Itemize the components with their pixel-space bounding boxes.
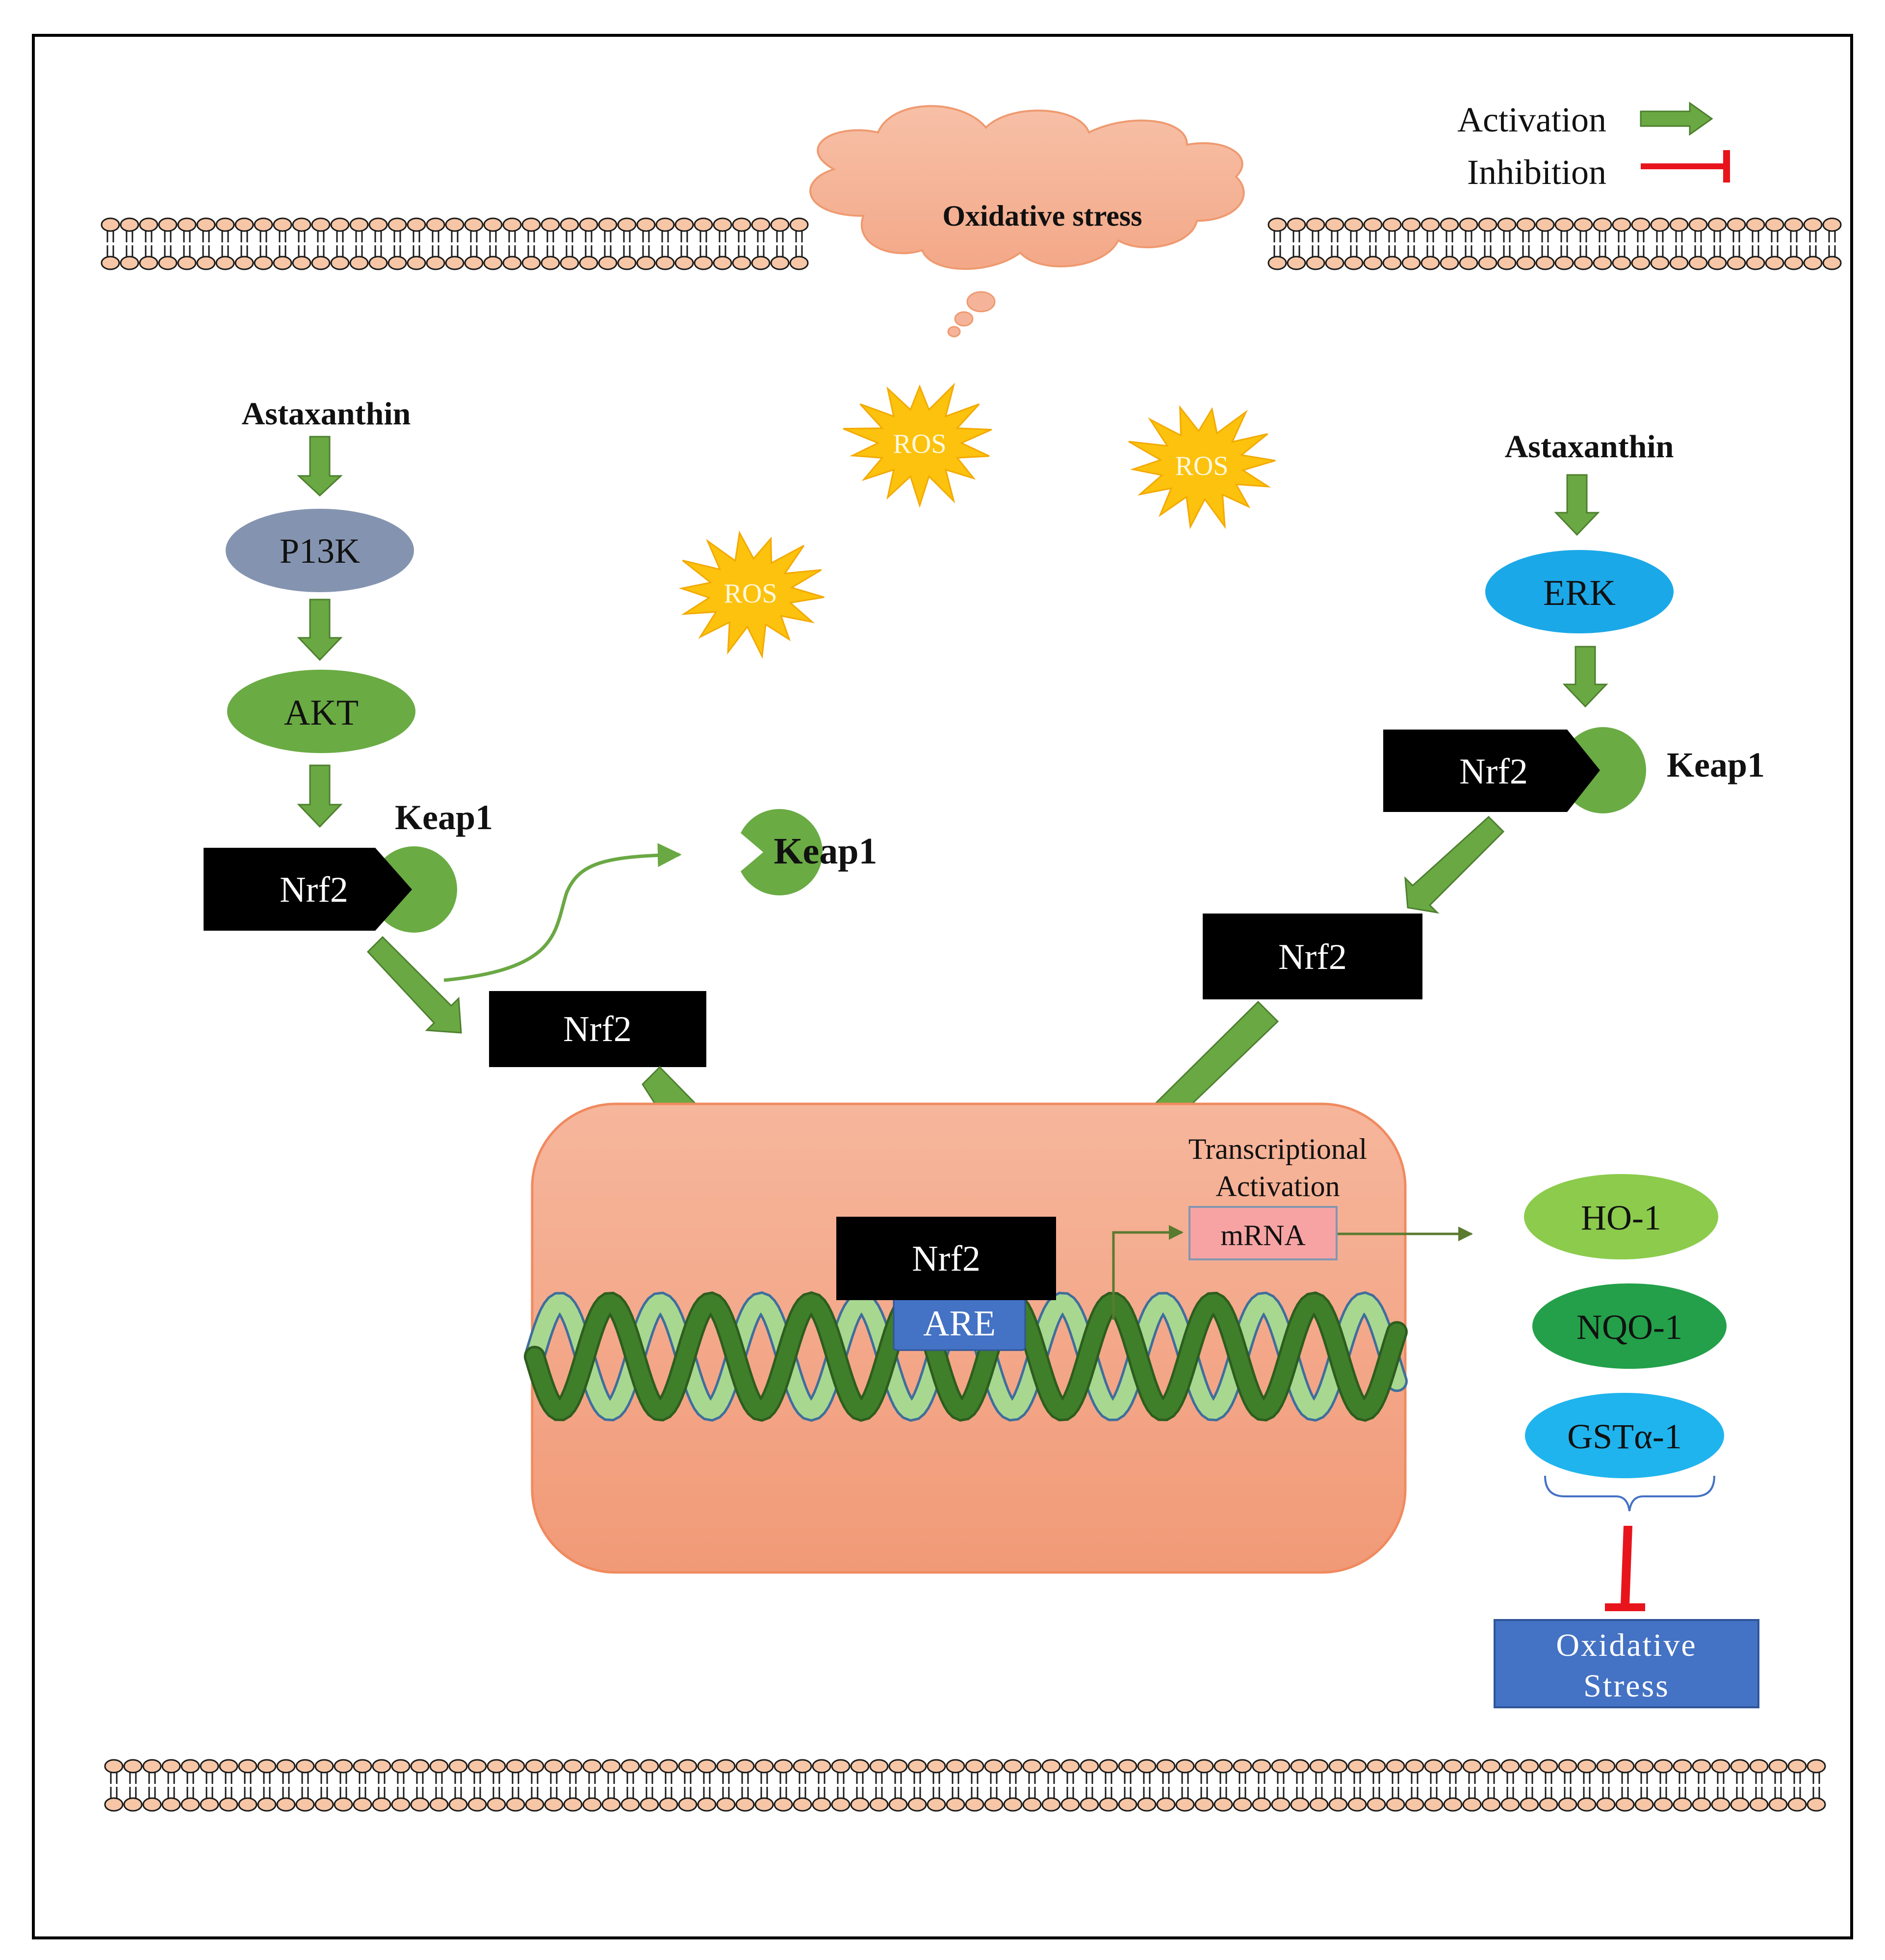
are-label: ARE — [923, 1304, 996, 1344]
left-free-nrf2-label: Nrf2 — [563, 1009, 632, 1049]
right-complex-keap1-label: Keap1 — [1667, 745, 1765, 784]
ros-label: ROS — [1175, 451, 1229, 481]
nqo1-node — [1532, 1283, 1727, 1369]
right-free-nrf2-box — [1203, 914, 1422, 999]
activation-arrow — [297, 764, 343, 828]
outcome-label-line2: Stress — [1583, 1668, 1670, 1704]
erk-label: ERK — [1543, 573, 1616, 613]
oxidative-stress-cloud-label: Oxidative stress — [942, 200, 1142, 232]
enzymes-brace — [1544, 1475, 1715, 1512]
legend-activation-label: Activation — [1457, 100, 1606, 139]
legend-inhibition-symbol — [1641, 150, 1730, 183]
right-complex-nrf2-label: Nrf2 — [1459, 752, 1528, 792]
oxidative-stress-cloud: Oxidative stress — [809, 105, 1245, 338]
legend: Activation Inhibition — [1457, 100, 1730, 192]
released-keap1: Keap1 — [741, 809, 878, 895]
p13k-node — [226, 509, 414, 592]
released-keap1-label: Keap1 — [774, 831, 877, 872]
legend-inhibition-label: Inhibition — [1467, 153, 1606, 192]
nucleus-nrf2-label: Nrf2 — [912, 1239, 981, 1279]
nucleus: ARE Nrf2 Transcriptional Activation mRNA — [524, 1102, 1473, 1574]
ros-burst: ROS — [843, 382, 992, 508]
activation-arrow — [1554, 474, 1600, 536]
ros-label: ROS — [724, 578, 777, 609]
left-complex-nrf2-label: Nrf2 — [280, 870, 348, 910]
legend-activation-arrow — [1640, 102, 1713, 136]
activation-arrow — [297, 436, 343, 497]
right-free-nrf2-label: Nrf2 — [1278, 937, 1347, 977]
outcome-oxidative-stress-box — [1494, 1619, 1759, 1708]
right-astaxanthin-label: Astaxanthin — [1505, 429, 1674, 465]
gst-label: GSTα-1 — [1567, 1417, 1682, 1456]
left-nrf2-keap1-complex: Nrf2 Keap1 — [204, 798, 493, 933]
left-astaxanthin-label: Astaxanthin — [242, 396, 411, 432]
ros-burst: ROS — [1128, 405, 1276, 529]
ros-burst: ROS — [678, 530, 825, 659]
ho1-label: HO-1 — [1581, 1198, 1661, 1237]
p13k-label: P13K — [280, 531, 360, 571]
akt-label: AKT — [284, 693, 359, 733]
antioxidant-enzymes: HO-1 NQO-1 GSTα-1 — [1524, 1174, 1727, 1512]
nucleus-nrf2-box — [836, 1217, 1056, 1300]
outcome-label-line1: Oxidative — [1556, 1627, 1697, 1663]
ros-group: ROS ROS ROS — [678, 382, 1276, 659]
left-free-nrf2-box — [489, 991, 706, 1067]
keap1-release-arrow — [443, 843, 682, 982]
mrna-label: mRNA — [1220, 1219, 1305, 1252]
akt-node — [227, 670, 415, 753]
ho1-node — [1524, 1174, 1718, 1259]
left-complex-keap1-label: Keap1 — [395, 798, 493, 837]
transcriptional-label-line1: Transcriptional — [1188, 1133, 1367, 1165]
nqo1-label: NQO-1 — [1576, 1307, 1682, 1347]
left-pathway: Astaxanthin P13K AKT Nrf2 Keap1 Keap1 — [204, 396, 878, 1242]
gst-node — [1525, 1393, 1724, 1478]
inhibition-symbol — [1605, 1526, 1645, 1611]
erk-node — [1485, 550, 1674, 633]
cell-membrane-top — [101, 217, 1842, 270]
transcriptional-label-line2: Activation — [1215, 1170, 1340, 1202]
activation-arrow — [297, 599, 343, 661]
ros-label: ROS — [893, 429, 947, 459]
activation-arrow — [1404, 815, 1505, 914]
right-nrf2-keap1-complex: Nrf2 Keap1 — [1383, 727, 1765, 813]
activation-arrow — [366, 936, 462, 1034]
transcription-connector — [1112, 1225, 1184, 1320]
cell-membrane-bottom — [104, 1759, 1826, 1812]
activation-arrow — [1562, 646, 1608, 708]
mrna-box — [1188, 1206, 1338, 1260]
dna-helix — [524, 1291, 1408, 1422]
